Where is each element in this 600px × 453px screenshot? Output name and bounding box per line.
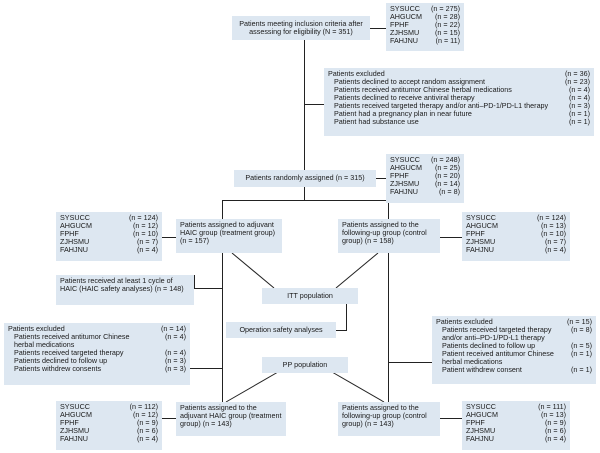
excluded-item: Patients received targeted therapy and/o…	[442, 325, 592, 343]
site-row: FAHJNU(n = 8)	[390, 187, 460, 197]
site-row: ZJHSMU(n = 6)	[60, 426, 158, 436]
excluded-item: Patient received antitumor Chinese herba…	[442, 349, 592, 367]
treatment-group-box: Patients assigned to adjuvant HAIC group…	[176, 219, 282, 253]
site-row: SYSUCC(n = 111)	[466, 402, 566, 411]
randomized-box: Patients randomly assigned (n = 315)	[234, 170, 376, 187]
pp-population-box: PP population	[262, 357, 348, 373]
site-row: AHGUCM(n = 12)	[60, 221, 158, 231]
excluded-item: Patients declined to accept random assig…	[334, 77, 590, 87]
site-row: SYSUCC(n = 124)	[60, 213, 158, 222]
inclusion-box: Patients meeting inclusion criteria afte…	[232, 16, 370, 40]
connector	[346, 304, 347, 330]
connector	[304, 187, 305, 200]
site-row: FAHJNU(n = 11)	[390, 36, 460, 46]
connector	[440, 237, 462, 238]
excluded-title: Patients excluded	[436, 317, 493, 326]
connector	[336, 330, 347, 331]
connector	[370, 28, 386, 29]
connector	[194, 288, 222, 289]
site-row: FAHJNU(n = 4)	[466, 434, 566, 444]
site-row: AHGUCM(n = 13)	[466, 221, 566, 231]
site-row: ZJHSMU(n = 7)	[466, 237, 566, 247]
site-row: AHGUCM(n = 28)	[390, 12, 460, 22]
site-row: ZJHSMU(n = 7)	[60, 237, 158, 247]
excluded-item: Patient had a pregnancy plan in near fut…	[334, 109, 590, 119]
inclusion-sites-box: SYSUCC(n = 275) AHGUCM(n = 28) FPHF(n = …	[386, 3, 464, 51]
excluded-item: Patients declined to follow up(n = 5)	[442, 341, 592, 351]
excluded-item: Patients received targeted therapy and/o…	[334, 101, 590, 111]
site-row: SYSUCC(n = 124)	[466, 213, 566, 222]
connector	[222, 253, 223, 405]
site-row: ZJHSMU(n = 14)	[390, 179, 460, 189]
randomized-sites-box: SYSUCC(n = 248) AHGUCM(n = 25) FPHF(n = …	[386, 154, 464, 203]
excluded-item: Patients received antitumor Chinese herb…	[334, 85, 590, 95]
pp-control-group-box: Patients assigned to the following-up gr…	[338, 402, 440, 436]
site-row: FPHF(n = 22)	[390, 20, 460, 30]
itt-population-box: ITT population	[262, 288, 358, 304]
site-row: FPHF(n = 10)	[60, 229, 158, 239]
connector	[190, 368, 222, 369]
excluded-item: Patients declined to receive antiviral t…	[334, 93, 590, 103]
site-row: SYSUCC(n = 275)	[390, 4, 460, 13]
connector	[194, 275, 195, 289]
excluded-box-left: Patients excluded(n = 14) Patients recei…	[4, 323, 190, 385]
excluded-item: Patient withdrew consent(n = 1)	[442, 365, 592, 375]
connector	[222, 200, 223, 219]
site-row: AHGUCM(n = 25)	[390, 163, 460, 173]
pp-control-sites-box: SYSUCC(n = 111) AHGUCM(n = 13) FPHF(n = …	[462, 401, 570, 450]
site-row: FPHF(n = 20)	[390, 171, 460, 181]
site-row: ZJHSMU(n = 6)	[466, 426, 566, 436]
connector	[376, 178, 386, 179]
operation-safety-box: Operation safety analyses	[226, 322, 336, 338]
connector	[304, 40, 305, 171]
excluded-title: Patients excluded	[8, 324, 65, 333]
excluded-title: Patients excluded	[328, 69, 385, 78]
excluded-box-right: Patients excluded(n = 15) Patients recei…	[432, 316, 596, 384]
site-row: AHGUCM(n = 12)	[60, 410, 158, 420]
connector	[388, 362, 432, 363]
connector	[304, 104, 324, 105]
connector	[440, 418, 462, 419]
pp-treatment-sites-box: SYSUCC(n = 112) AHGUCM(n = 12) FPHF(n = …	[56, 401, 162, 450]
excluded-item: Patients received antitumor Chinese herb…	[14, 332, 186, 350]
excluded-item: Patients declined to follow up(n = 3)	[14, 356, 186, 366]
connector	[162, 237, 176, 238]
pp-treatment-group-box: Patients assigned to the adjuvant HAIC g…	[176, 402, 286, 436]
excluded-item: Patient had substance use(n = 1)	[334, 117, 590, 127]
excluded-box-top: Patients excluded(n = 36) Patients decli…	[324, 68, 594, 136]
connector	[162, 418, 176, 419]
control-sites-box: SYSUCC(n = 124) AHGUCM(n = 13) FPHF(n = …	[462, 212, 570, 261]
site-row: SYSUCC(n = 112)	[60, 402, 158, 411]
site-row: ZJHSMU(n = 15)	[390, 28, 460, 38]
treatment-sites-box: SYSUCC(n = 124) AHGUCM(n = 12) FPHF(n = …	[56, 212, 162, 261]
excluded-item: Patients withdrew consents(n = 3)	[14, 364, 186, 374]
connector	[388, 200, 389, 219]
site-row: FAHJNU(n = 4)	[60, 434, 158, 444]
excluded-item: Patients received targeted therapy(n = 4…	[14, 348, 186, 358]
haic-safety-box: Patients received at least 1 cycle of HA…	[56, 275, 194, 305]
site-row: FPHF(n = 9)	[466, 418, 566, 428]
control-group-box: Patients assigned to the following-up gr…	[338, 219, 440, 253]
site-row: FAHJNU(n = 4)	[466, 245, 566, 255]
site-row: SYSUCC(n = 248)	[390, 155, 460, 164]
site-row: FPHF(n = 9)	[60, 418, 158, 428]
site-row: AHGUCM(n = 13)	[466, 410, 566, 420]
connector	[388, 253, 389, 405]
site-row: FPHF(n = 10)	[466, 229, 566, 239]
connector	[222, 200, 388, 201]
site-row: FAHJNU(n = 4)	[60, 245, 158, 255]
